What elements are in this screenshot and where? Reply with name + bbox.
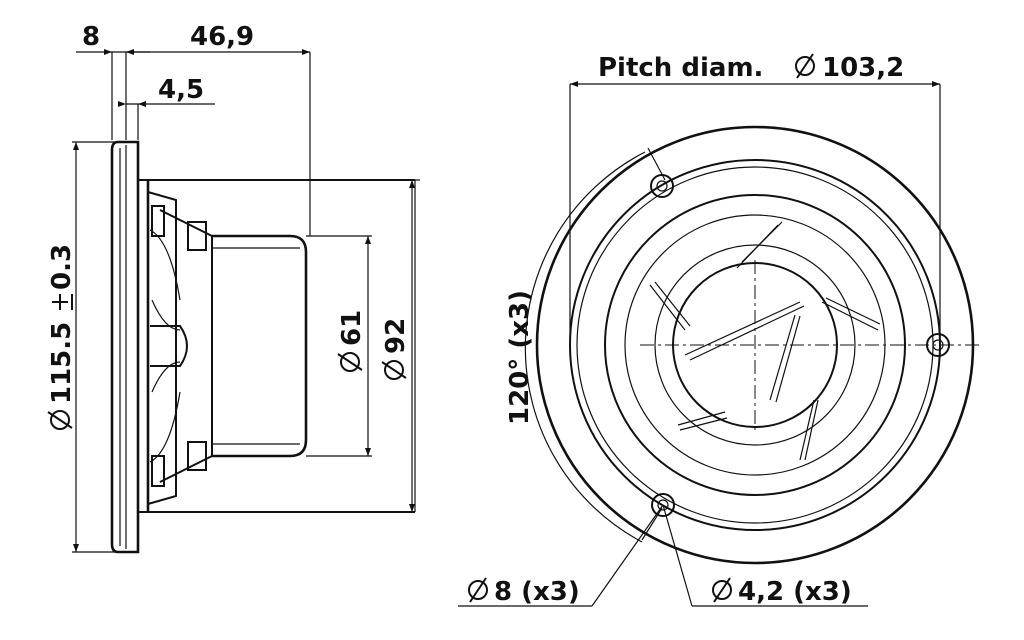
dim-magnet-diameter: 61 xyxy=(306,235,372,457)
dim-overall-depth: 46,9 xyxy=(126,22,311,236)
flange-thickness-label: 8 xyxy=(82,22,100,52)
outer-diameter-label: 115.5 xyxy=(47,322,77,404)
surround-ring xyxy=(604,194,906,496)
outer-diameter-tolerance-label: 0.3 xyxy=(47,244,77,290)
mount-hole-right xyxy=(926,333,950,357)
side-view: 8 46,9 4,5 xyxy=(47,22,420,554)
hole-counterbore-label: 8 (x3) xyxy=(494,577,580,607)
diameter-symbol-icon xyxy=(47,410,73,430)
dim-pitch-diameter: Pitch diam. 103,2 xyxy=(569,53,941,340)
dim-outer-diameter: 115.5 0.3 xyxy=(47,141,118,553)
speaker-flange xyxy=(110,140,140,554)
overall-depth-label: 46,9 xyxy=(190,22,254,52)
frame-diameter-label: 92 xyxy=(381,318,411,354)
pitch-value-label: 103,2 xyxy=(822,53,904,83)
magnet-diameter-label: 61 xyxy=(337,310,367,346)
dim-flange-thickness: 8 xyxy=(76,22,150,140)
hole-through-label: 4,2 (x3) xyxy=(738,577,852,607)
cone-ribs xyxy=(649,221,881,461)
speaker-basket xyxy=(138,179,416,513)
angle-label: 120° (x3) xyxy=(505,290,535,425)
dim-mount-offset: 4,5 xyxy=(118,75,215,140)
mount-hole-top xyxy=(650,174,674,198)
plus-minus-icon xyxy=(52,294,73,310)
mount-offset-label: 4,5 xyxy=(158,75,204,105)
diameter-symbol-icon xyxy=(795,53,815,79)
pitch-label: Pitch diam. xyxy=(598,53,763,83)
front-view: Pitch diam. 103,2 120° (x3) xyxy=(458,53,980,607)
speaker-magnet xyxy=(212,234,308,458)
mount-hole-bottom xyxy=(651,493,675,517)
dim-hole-counterbore: 8 (x3) xyxy=(458,504,664,607)
angle-arc xyxy=(524,151,646,543)
dim-frame-diameter: 92 xyxy=(381,179,420,512)
dim-hole-through: 4,2 (x3) xyxy=(662,504,868,607)
